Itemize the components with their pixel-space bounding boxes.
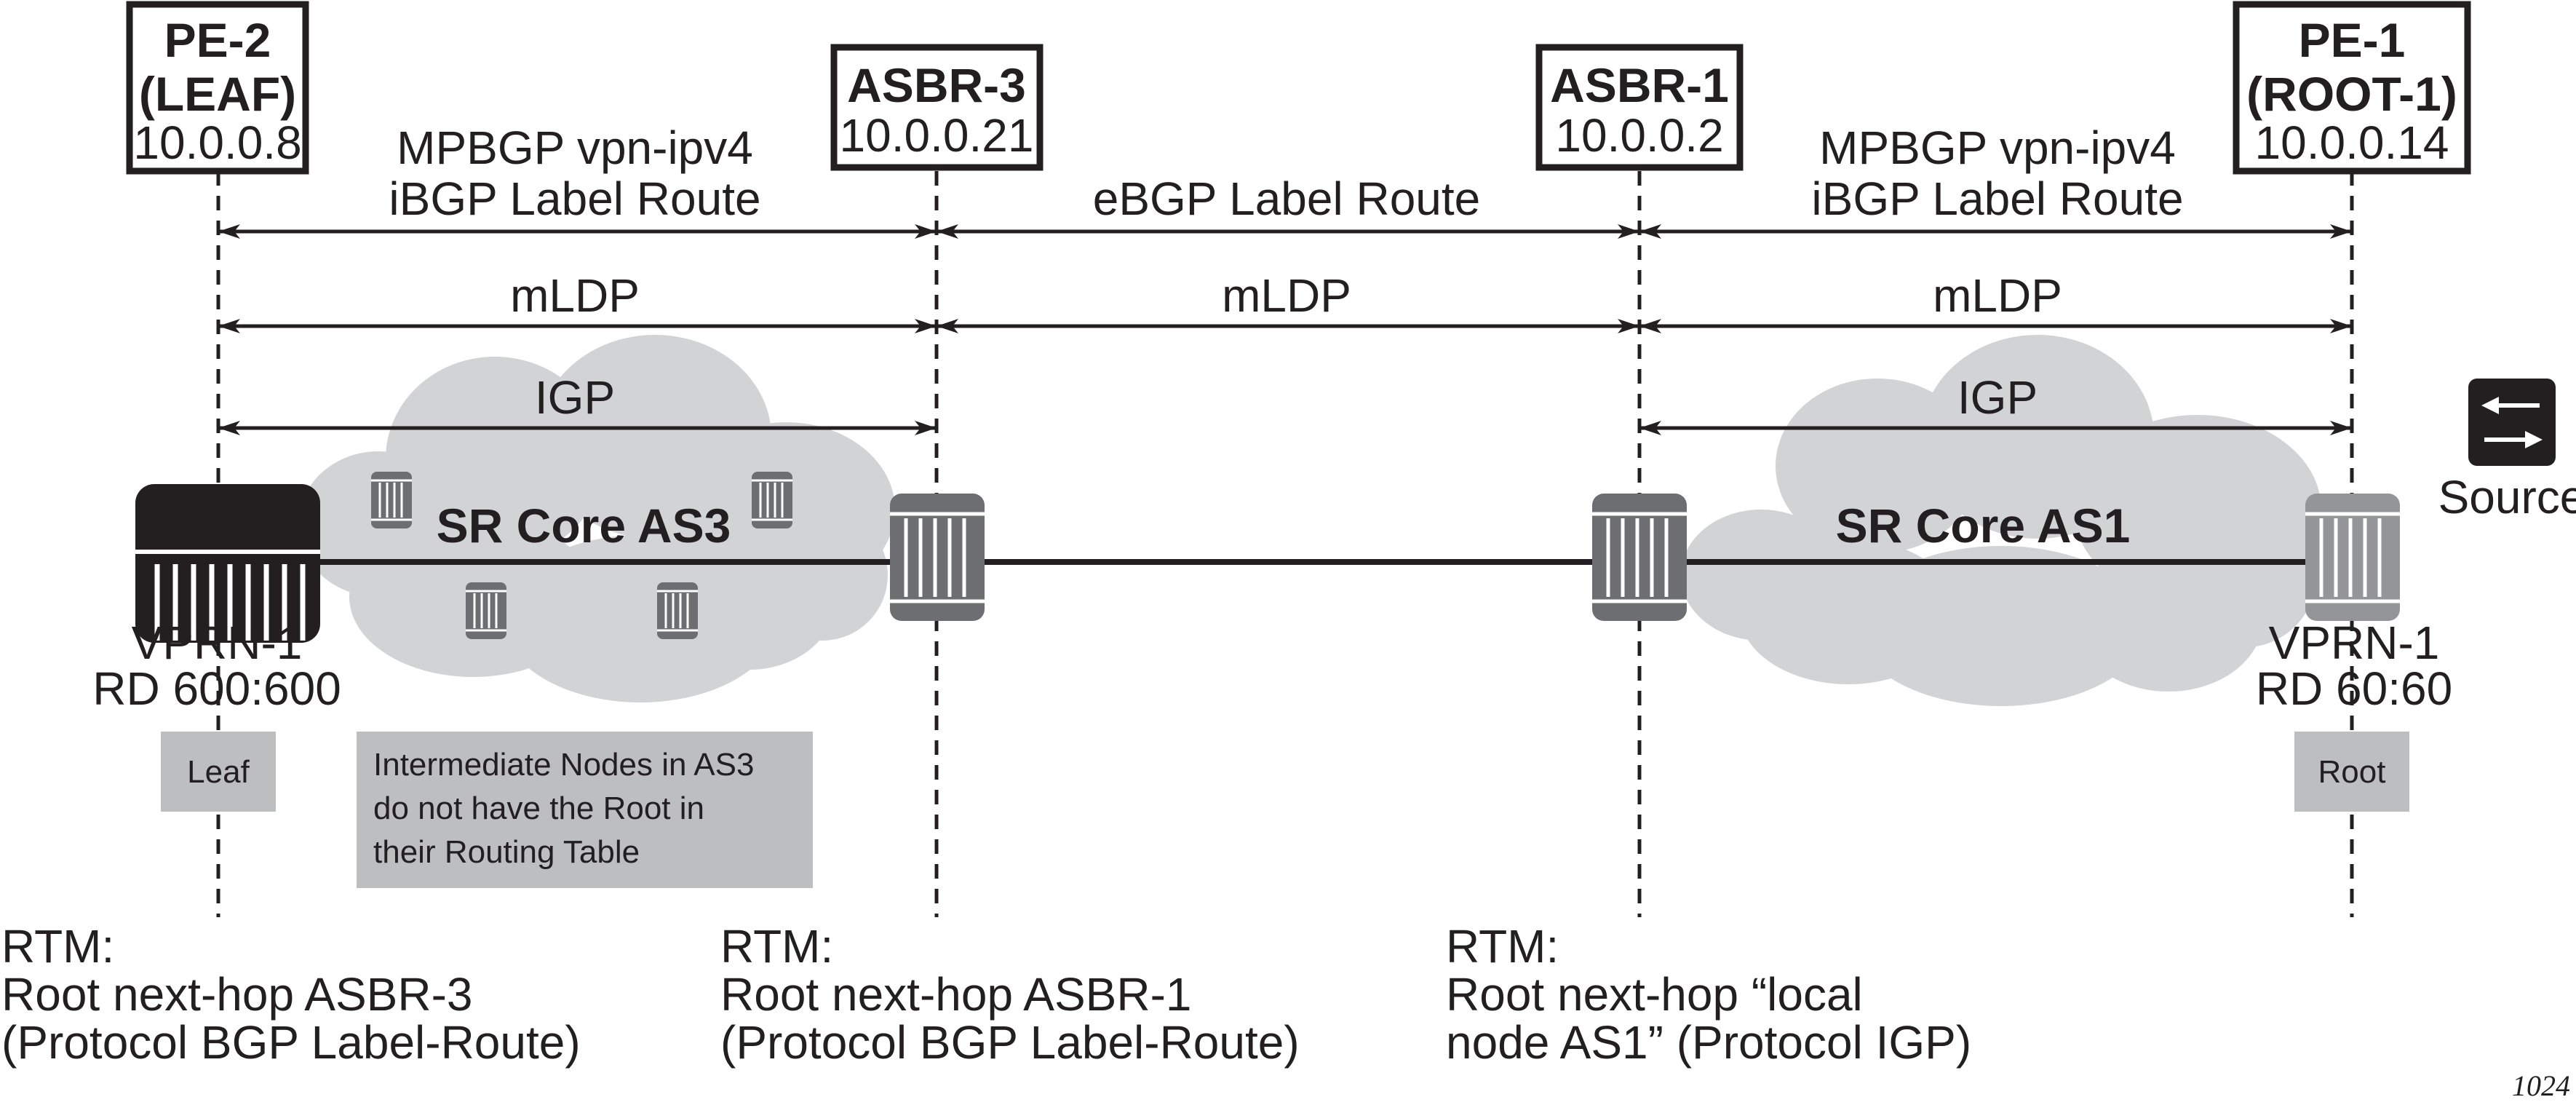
rtm-right: RTM: Root next-hop “local node AS1” (Pro…	[1446, 920, 1971, 1069]
node-pe2-box: PE-2 (LEAF) 10.0.0.8	[126, 1, 309, 175]
source-arrows-icon	[2468, 379, 2556, 466]
label-igp-right: IGP	[1957, 371, 2038, 424]
label-left-bgp-line2: iBGP Label Route	[389, 173, 760, 225]
intermediate-router-3	[466, 582, 506, 639]
label-right-bgp-line1: MPBGP vpn-ipv4	[1819, 122, 2176, 174]
intermediate-router-4	[657, 582, 698, 639]
rtm-middle: RTM: Root next-hop ASBR-1 (Protocol BGP …	[720, 920, 1300, 1069]
rtm-middle-line3: (Protocol BGP Label-Route)	[720, 1016, 1300, 1069]
label-mldp-middle: mLDP	[1222, 269, 1351, 322]
vprn-left-line1: VPRN-1	[132, 617, 303, 669]
node-asbr1-box: ASBR-1 10.0.0.2	[1535, 44, 1744, 171]
label-mldp-left: mLDP	[510, 269, 640, 322]
rtm-left-line3: (Protocol BGP Label-Route)	[1, 1016, 581, 1069]
router-asbr1	[1592, 494, 1687, 621]
pe1-name-line2: (ROOT-1)	[2246, 67, 2457, 121]
label-middle-bgp: eBGP Label Route	[1093, 173, 1481, 225]
source-label: Source	[2438, 471, 2576, 523]
pe2-name-line1: PE-2	[164, 13, 271, 67]
pe2-name-line2: (LEAF)	[139, 67, 296, 121]
figure-number: 1024	[2512, 1069, 2570, 1102]
label-mldp-right: mLDP	[1933, 269, 2062, 322]
vprn-right-line1: VPRN-1	[2269, 617, 2440, 669]
tag-root-label: Root	[2318, 754, 2386, 790]
router-asbr3	[890, 494, 985, 621]
tag-root: Root	[2294, 732, 2409, 812]
rtm-right-line2: Root next-hop “local	[1446, 968, 1863, 1021]
note-line2: do not have the Root in	[373, 791, 704, 826]
cloud-sr-core-as1	[1681, 335, 2321, 706]
asbr3-name: ASBR-3	[847, 58, 1026, 112]
rtm-left: RTM: Root next-hop ASBR-3 (Protocol BGP …	[1, 920, 581, 1069]
cloud-label-left: SR Core AS3	[437, 499, 731, 552]
rtm-left-line1: RTM:	[1, 920, 114, 973]
node-pe1-box: PE-1 (ROOT-1) 10.0.0.14	[2233, 1, 2471, 175]
rtm-left-line2: Root next-hop ASBR-3	[1, 968, 472, 1021]
rtm-middle-line2: Root next-hop ASBR-1	[720, 968, 1191, 1021]
rtm-right-line3: node AS1” (Protocol IGP)	[1446, 1016, 1971, 1069]
note-line1: Intermediate Nodes in AS3	[373, 747, 754, 783]
vprn-right-line2: RD 60:60	[2256, 662, 2452, 715]
pe1-name-line1: PE-1	[2299, 13, 2406, 67]
note-intermediate-nodes: Intermediate Nodes in AS3 do not have th…	[357, 732, 813, 888]
label-left-bgp-line1: MPBGP vpn-ipv4	[397, 122, 753, 174]
router-pe1	[2305, 494, 2400, 621]
vprn-left-line2: RD 600:600	[92, 662, 341, 715]
rtm-middle-line1: RTM:	[720, 920, 833, 973]
asbr1-name: ASBR-1	[1550, 58, 1729, 112]
label-right-bgp-line2: iBGP Label Route	[1811, 173, 2183, 225]
label-igp-left: IGP	[535, 371, 615, 424]
cloud-label-right: SR Core AS1	[1836, 499, 2131, 552]
asbr3-ip: 10.0.0.21	[840, 109, 1034, 162]
router-pe2	[135, 484, 320, 643]
asbr1-ip: 10.0.0.2	[1555, 109, 1723, 162]
intermediate-router-2	[752, 472, 792, 528]
intermediate-router-1	[371, 472, 412, 528]
session-arrows	[218, 224, 2352, 435]
pe2-ip: 10.0.0.8	[133, 116, 301, 169]
note-line3: their Routing Table	[373, 834, 640, 870]
rtm-right-line1: RTM:	[1446, 920, 1559, 973]
node-asbr3-box: ASBR-3 10.0.0.21	[830, 44, 1043, 171]
pe1-ip: 10.0.0.14	[2255, 116, 2449, 169]
tag-leaf-label: Leaf	[187, 754, 250, 790]
tag-leaf: Leaf	[161, 732, 276, 812]
